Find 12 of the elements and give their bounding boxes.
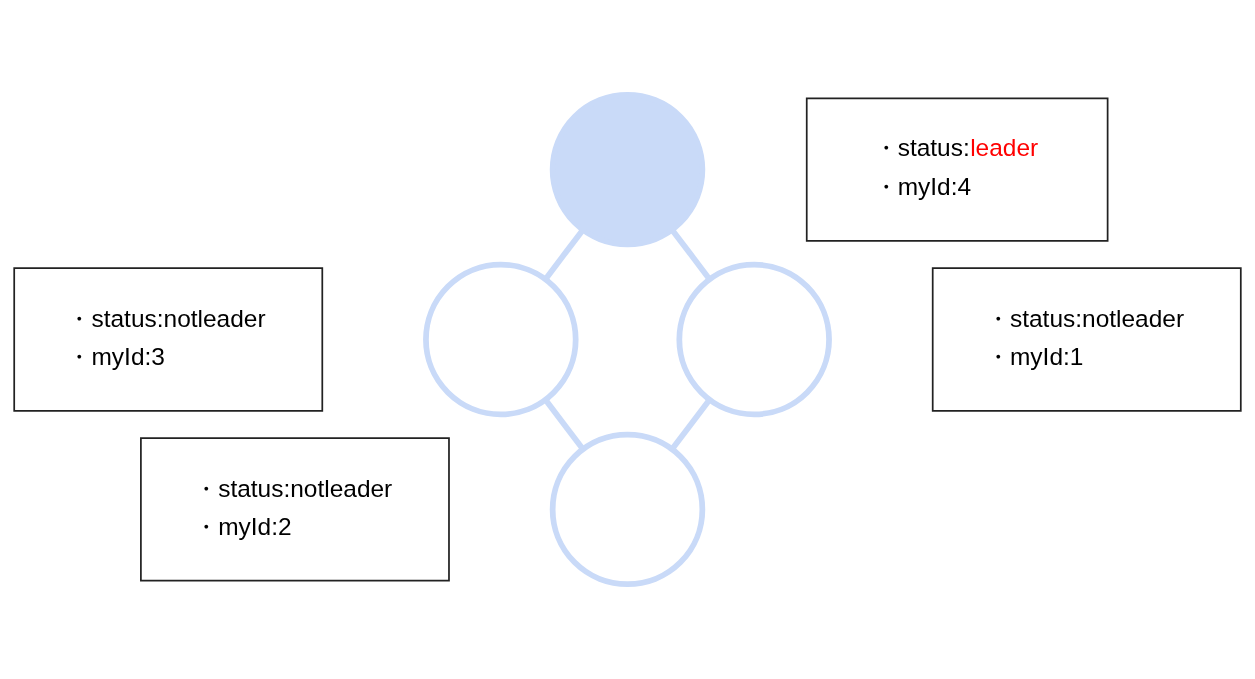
node-box: ・status:notleader ・myId:1 bbox=[931, 267, 1242, 412]
connector bbox=[669, 398, 712, 451]
node-circle bbox=[549, 431, 706, 588]
node-circle bbox=[676, 261, 832, 418]
node-circle bbox=[549, 91, 706, 248]
node-box: ・status:notleader ・myId:2 bbox=[140, 437, 450, 582]
connector bbox=[669, 228, 712, 281]
node-circle bbox=[423, 261, 579, 418]
node-box: ・status:notleader ・myId:3 bbox=[13, 267, 324, 412]
connector bbox=[543, 228, 586, 281]
node-box: ・status:leader ・myId:4 bbox=[805, 97, 1109, 242]
connector bbox=[543, 398, 586, 451]
